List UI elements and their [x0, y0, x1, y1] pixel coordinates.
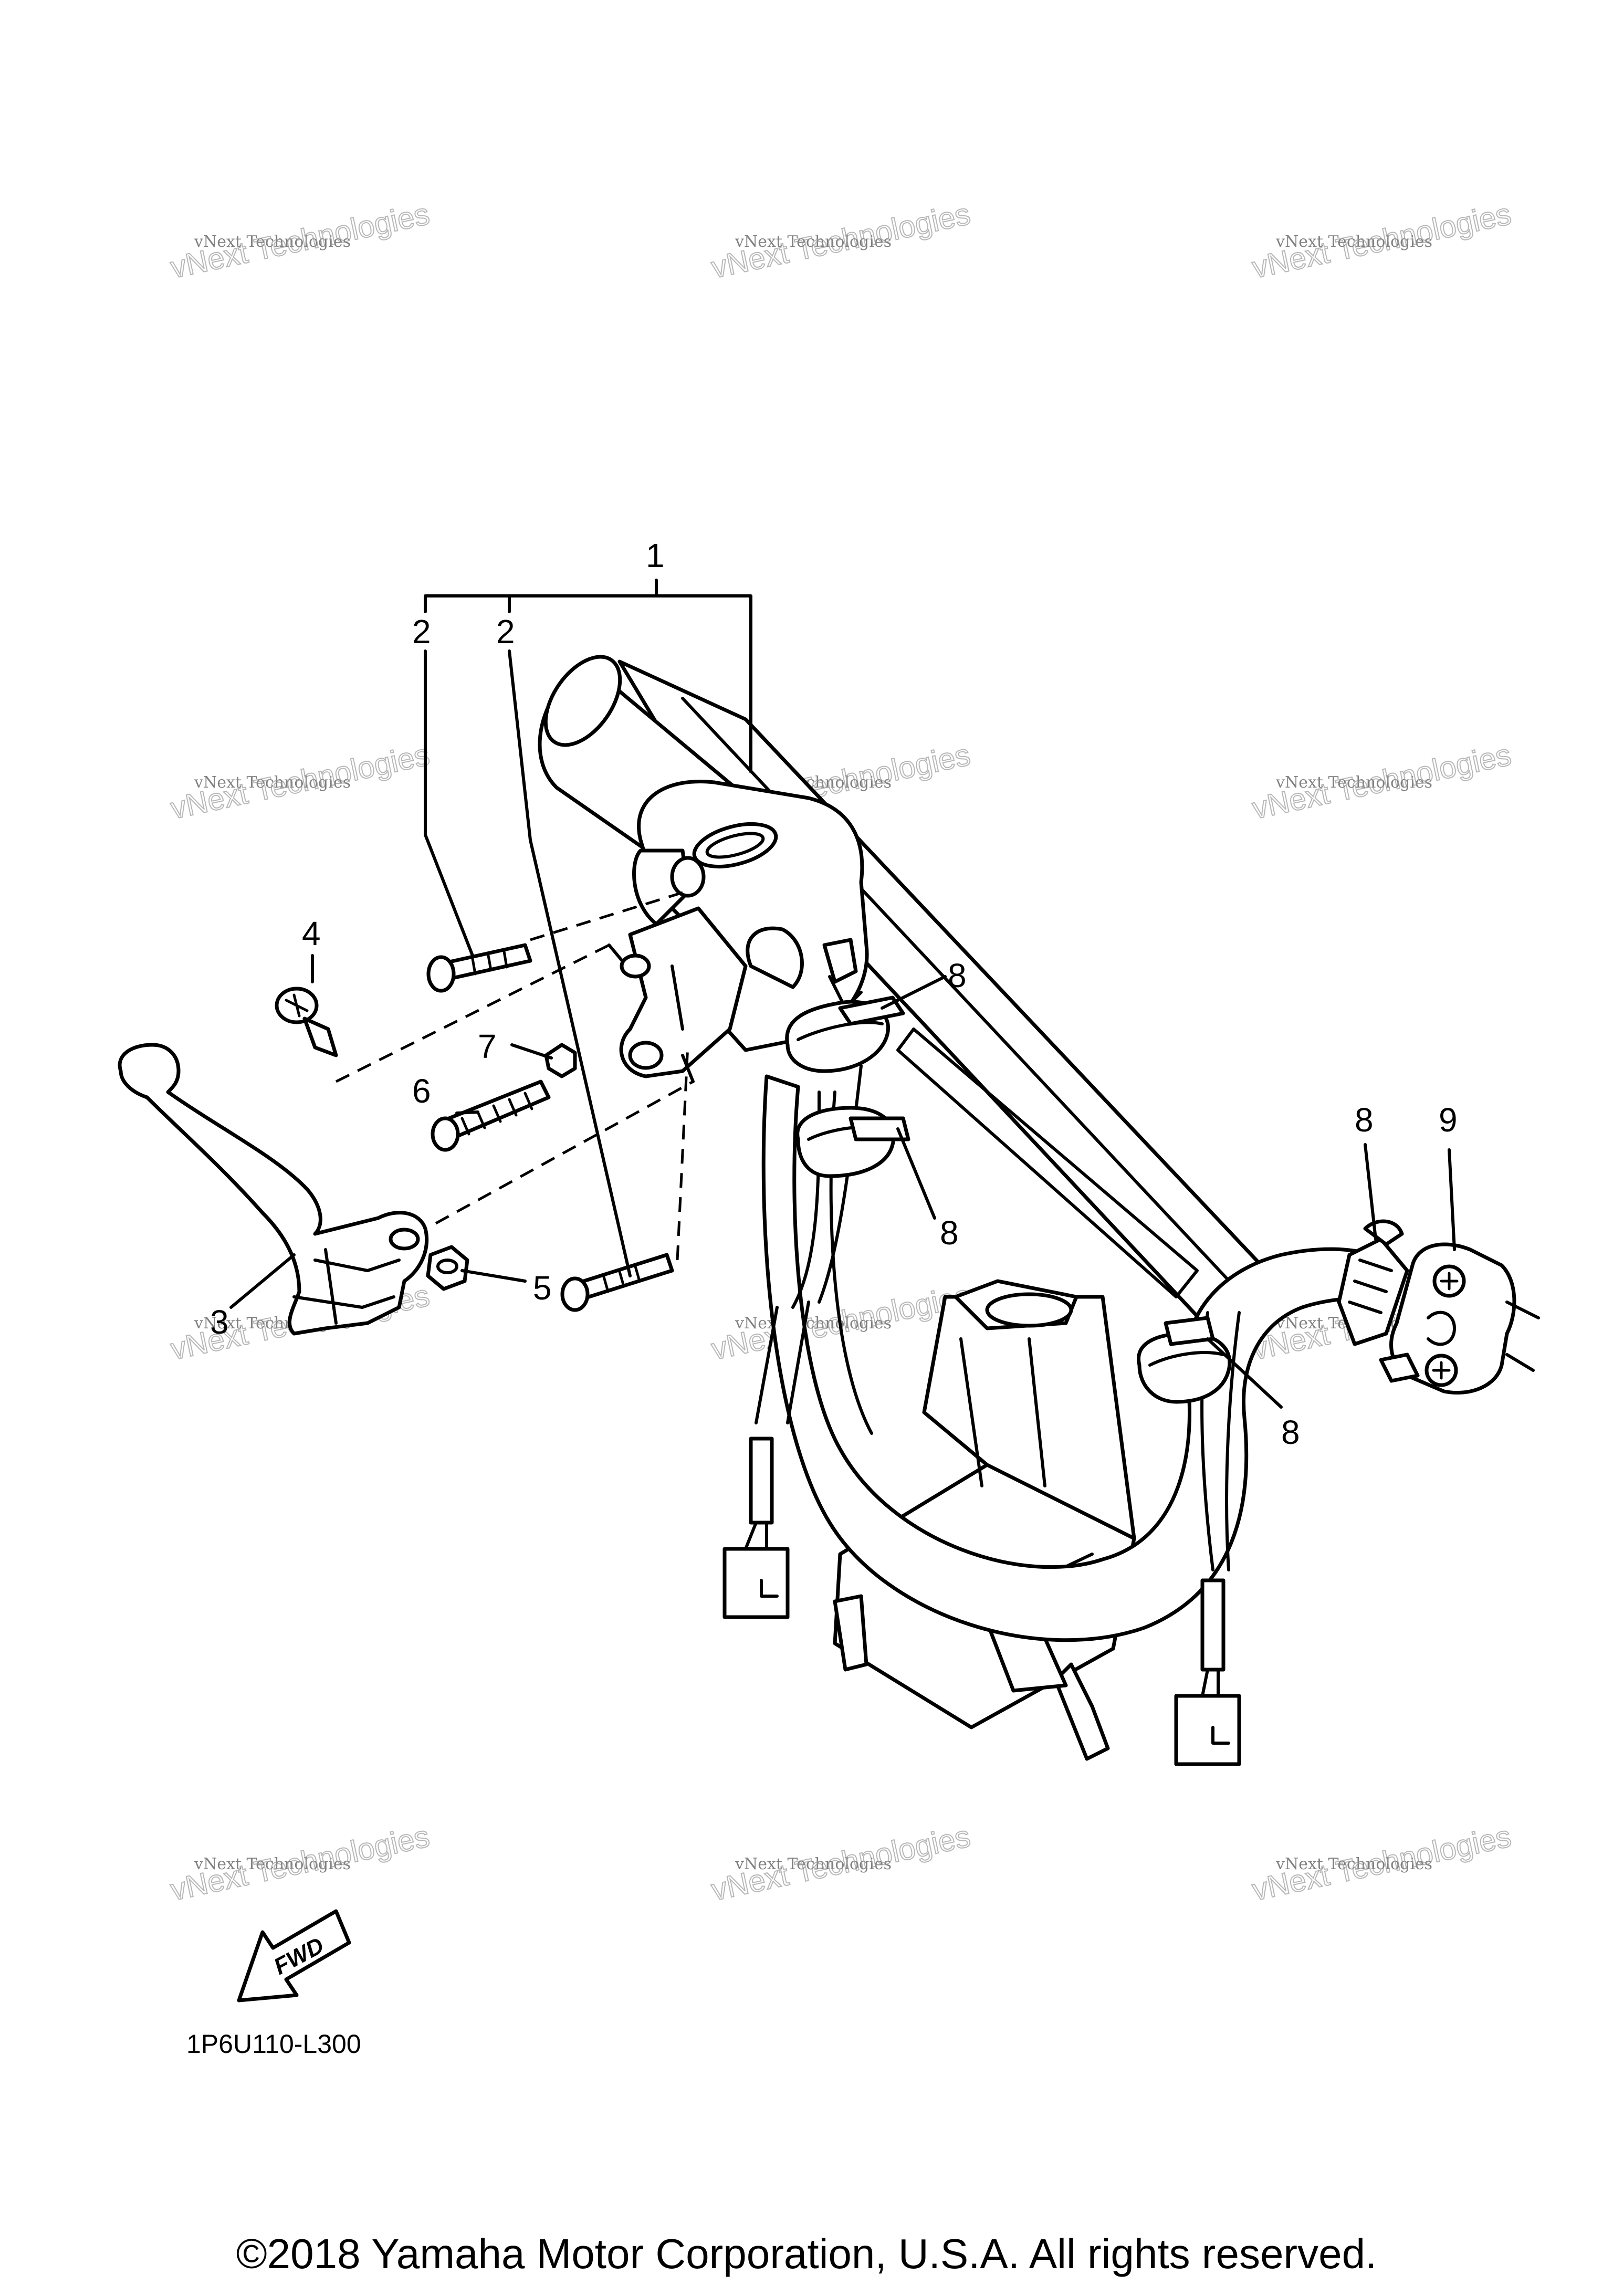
cable-tie-right [1337, 1219, 1409, 1346]
connector-left [722, 1547, 790, 1619]
wire-lead-right [1174, 1311, 1241, 1766]
watermark: vNext Technologies vNext Technologies [1249, 737, 1514, 826]
nut-5 [426, 1245, 469, 1291]
pivot-bolt-4 [275, 987, 338, 1057]
stop-switch [1379, 1242, 1540, 1395]
callout-8: 8 [948, 957, 967, 994]
cable-adjuster [822, 938, 858, 984]
callout-5: 5 [533, 1269, 552, 1307]
leader-lines [229, 579, 1456, 1409]
watermark: vNext Technologies vNext Technologies [708, 1819, 973, 1908]
fwd-arrow-icon [237, 1909, 351, 2003]
callout-6: 6 [412, 1072, 431, 1110]
svg-text:vNext Technologies: vNext Technologies [735, 1855, 892, 1873]
lever-bracket [619, 906, 748, 1078]
svg-text:vNext Technologies: vNext Technologies [1275, 773, 1432, 792]
svg-text:vNext Technologies: vNext Technologies [1275, 1855, 1432, 1873]
watermark: vNext Technologies vNext Technologies [1249, 1819, 1514, 1908]
nut-7 [544, 1043, 577, 1078]
connector-right [1174, 1694, 1241, 1766]
svg-text:vNext Technologies: vNext Technologies [1275, 233, 1432, 251]
watermark: vNext Technologies vNext Technologies [167, 1819, 433, 1908]
fwd-arrow: FWD [237, 1909, 351, 2003]
callout-2: 2 [496, 613, 515, 651]
callout-4: 4 [302, 915, 321, 952]
callouts: 1 2 2 4 7 6 5 3 8 8 8 8 9 [210, 537, 1458, 1451]
callout-2: 2 [412, 613, 431, 651]
switch-knob [746, 926, 804, 989]
bolt-2-lower [560, 1253, 674, 1312]
svg-text:vNext Technologies: vNext Technologies [194, 233, 351, 251]
svg-text:vNext Technologies: vNext Technologies [735, 1314, 892, 1333]
callout-3: 3 [210, 1303, 229, 1341]
bolt-2-upper [426, 943, 532, 993]
cable-tie-lower [1137, 1316, 1232, 1404]
diagram-code: 1P6U110-L300 [186, 2029, 361, 2059]
callout-8: 8 [1355, 1101, 1374, 1139]
cable-tie-middle [795, 1106, 910, 1178]
lever-holder-assembly [619, 780, 869, 1078]
callout-8: 8 [1281, 1413, 1300, 1451]
watermark: vNext Technologies vNext Technologies [167, 737, 433, 826]
watermark: vNext Technologies vNext Technologies [708, 196, 973, 286]
svg-text:vNext Technologies: vNext Technologies [194, 1855, 351, 1873]
assembly-guides [335, 891, 695, 1261]
callout-1: 1 [646, 537, 665, 574]
clutch-lever [118, 1043, 429, 1336]
clamp-bolt [833, 1594, 868, 1672]
watermark: vNext Technologies vNext Technologies [167, 196, 433, 286]
wire-lead-left [722, 1064, 863, 1619]
callout-7: 7 [478, 1028, 497, 1065]
svg-text:vNext Technologies: vNext Technologies [194, 773, 351, 792]
watermark: vNext Technologies vNext Technologies [1249, 196, 1514, 286]
svg-text:vNext Technologies: vNext Technologies [735, 233, 892, 251]
mounting-hole [670, 856, 706, 898]
copyright: ©2018 Yamaha Motor Corporation, U.S.A. A… [236, 2230, 1377, 2277]
callout-9: 9 [1439, 1101, 1458, 1139]
callout-8: 8 [940, 1214, 959, 1252]
bolt-6 [431, 1079, 551, 1152]
